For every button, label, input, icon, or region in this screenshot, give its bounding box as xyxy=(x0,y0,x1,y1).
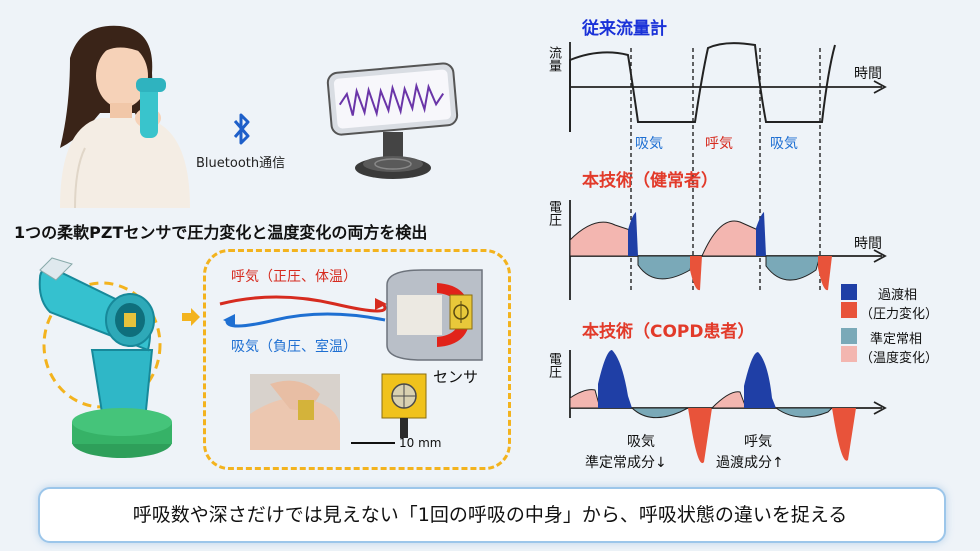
bluetooth-label: Bluetooth通信 xyxy=(196,156,286,171)
legend-steady-pink xyxy=(841,346,857,362)
inhale-label: 吸気（負圧、室温） xyxy=(231,339,357,355)
copd-inhale-steady xyxy=(569,389,601,409)
caption-box xyxy=(38,487,946,543)
copd-exhale-transient-2 xyxy=(832,408,856,461)
conventional-xlabel: 時間 xyxy=(854,66,882,82)
conv-flow-trace xyxy=(569,42,836,132)
conventional-title: 従来流量計 xyxy=(582,19,667,39)
caption: 呼吸数や深さだけでは見えない「1回の呼吸の中身」から、呼吸状態の違いを捉える xyxy=(132,504,848,526)
arrow-right-icon xyxy=(182,308,200,326)
copd-note-exhale-1: 呼気 xyxy=(744,434,772,450)
healthy-inhale-steady xyxy=(569,221,631,257)
sensor-cutaway xyxy=(386,269,483,361)
copd-exhale-transient xyxy=(688,408,712,464)
copd-exhale-steady xyxy=(630,407,689,419)
healthy-exhale-transient xyxy=(690,256,702,291)
copd-inhale-transient-2 xyxy=(744,352,776,408)
legend-transient-blue xyxy=(841,284,857,300)
phase-exhale: 呼気 xyxy=(705,136,733,152)
scale-bar-label: 10 mm xyxy=(399,436,442,450)
legend-steady-sub: （温度変化） xyxy=(860,351,939,366)
copd-title: 本技術（COPD患者） xyxy=(582,322,755,342)
phone-illustration xyxy=(326,62,459,179)
exhale-label: 呼気（正圧、体温） xyxy=(231,269,357,285)
airflow-arrows xyxy=(219,295,387,328)
healthy-xlabel: 時間 xyxy=(854,236,882,252)
legend-transient-red xyxy=(841,302,857,318)
user-illustration xyxy=(60,25,190,208)
copd-exhale-steady-2 xyxy=(774,407,834,418)
healthy-inhale-transient-2 xyxy=(756,212,766,256)
healthy-title: 本技術（健常者） xyxy=(582,171,718,191)
phase-inhale-1: 吸気 xyxy=(635,136,663,152)
legend-transient-name: 過渡相 xyxy=(878,288,918,303)
copd-ylabel: 電圧 xyxy=(546,352,561,378)
copd-note-inhale-2: 準定常成分↓ xyxy=(585,455,667,471)
inhaler-device xyxy=(38,257,172,458)
sensor-photo xyxy=(381,373,427,438)
skin-photo xyxy=(250,374,340,450)
copd-note-inhale-1: 吸気 xyxy=(627,434,655,450)
conventional-ylabel: 流量 xyxy=(546,46,561,72)
sensor-label: センサ xyxy=(433,368,479,386)
healthy-ylabel: 電圧 xyxy=(546,200,561,226)
healthy-exhale-transient-2 xyxy=(818,256,832,291)
copd-inhale-transient xyxy=(598,350,632,408)
healthy-inhale-transient xyxy=(628,212,638,256)
sensor-detail-box xyxy=(203,249,511,470)
healthy-exhale-steady xyxy=(637,255,694,280)
scale-bar xyxy=(351,442,395,444)
waveform-panels xyxy=(569,42,887,464)
legend-steady-name: 準定常相 xyxy=(870,332,923,347)
legend-steady-blue xyxy=(841,328,857,344)
bluetooth-icon xyxy=(233,113,250,145)
headline: 1つの柔軟PZTセンサで圧力変化と温度変化の両方を検出 xyxy=(14,223,428,242)
copd-inhale-steady-2 xyxy=(710,391,747,409)
copd-note-exhale-2: 過渡成分↑ xyxy=(716,455,784,471)
healthy-exhale-steady-2 xyxy=(765,255,821,281)
healthy-inhale-steady-2 xyxy=(701,220,759,257)
legend-transient-sub: （圧力変化） xyxy=(860,307,939,322)
phase-inhale-2: 吸気 xyxy=(770,136,798,152)
